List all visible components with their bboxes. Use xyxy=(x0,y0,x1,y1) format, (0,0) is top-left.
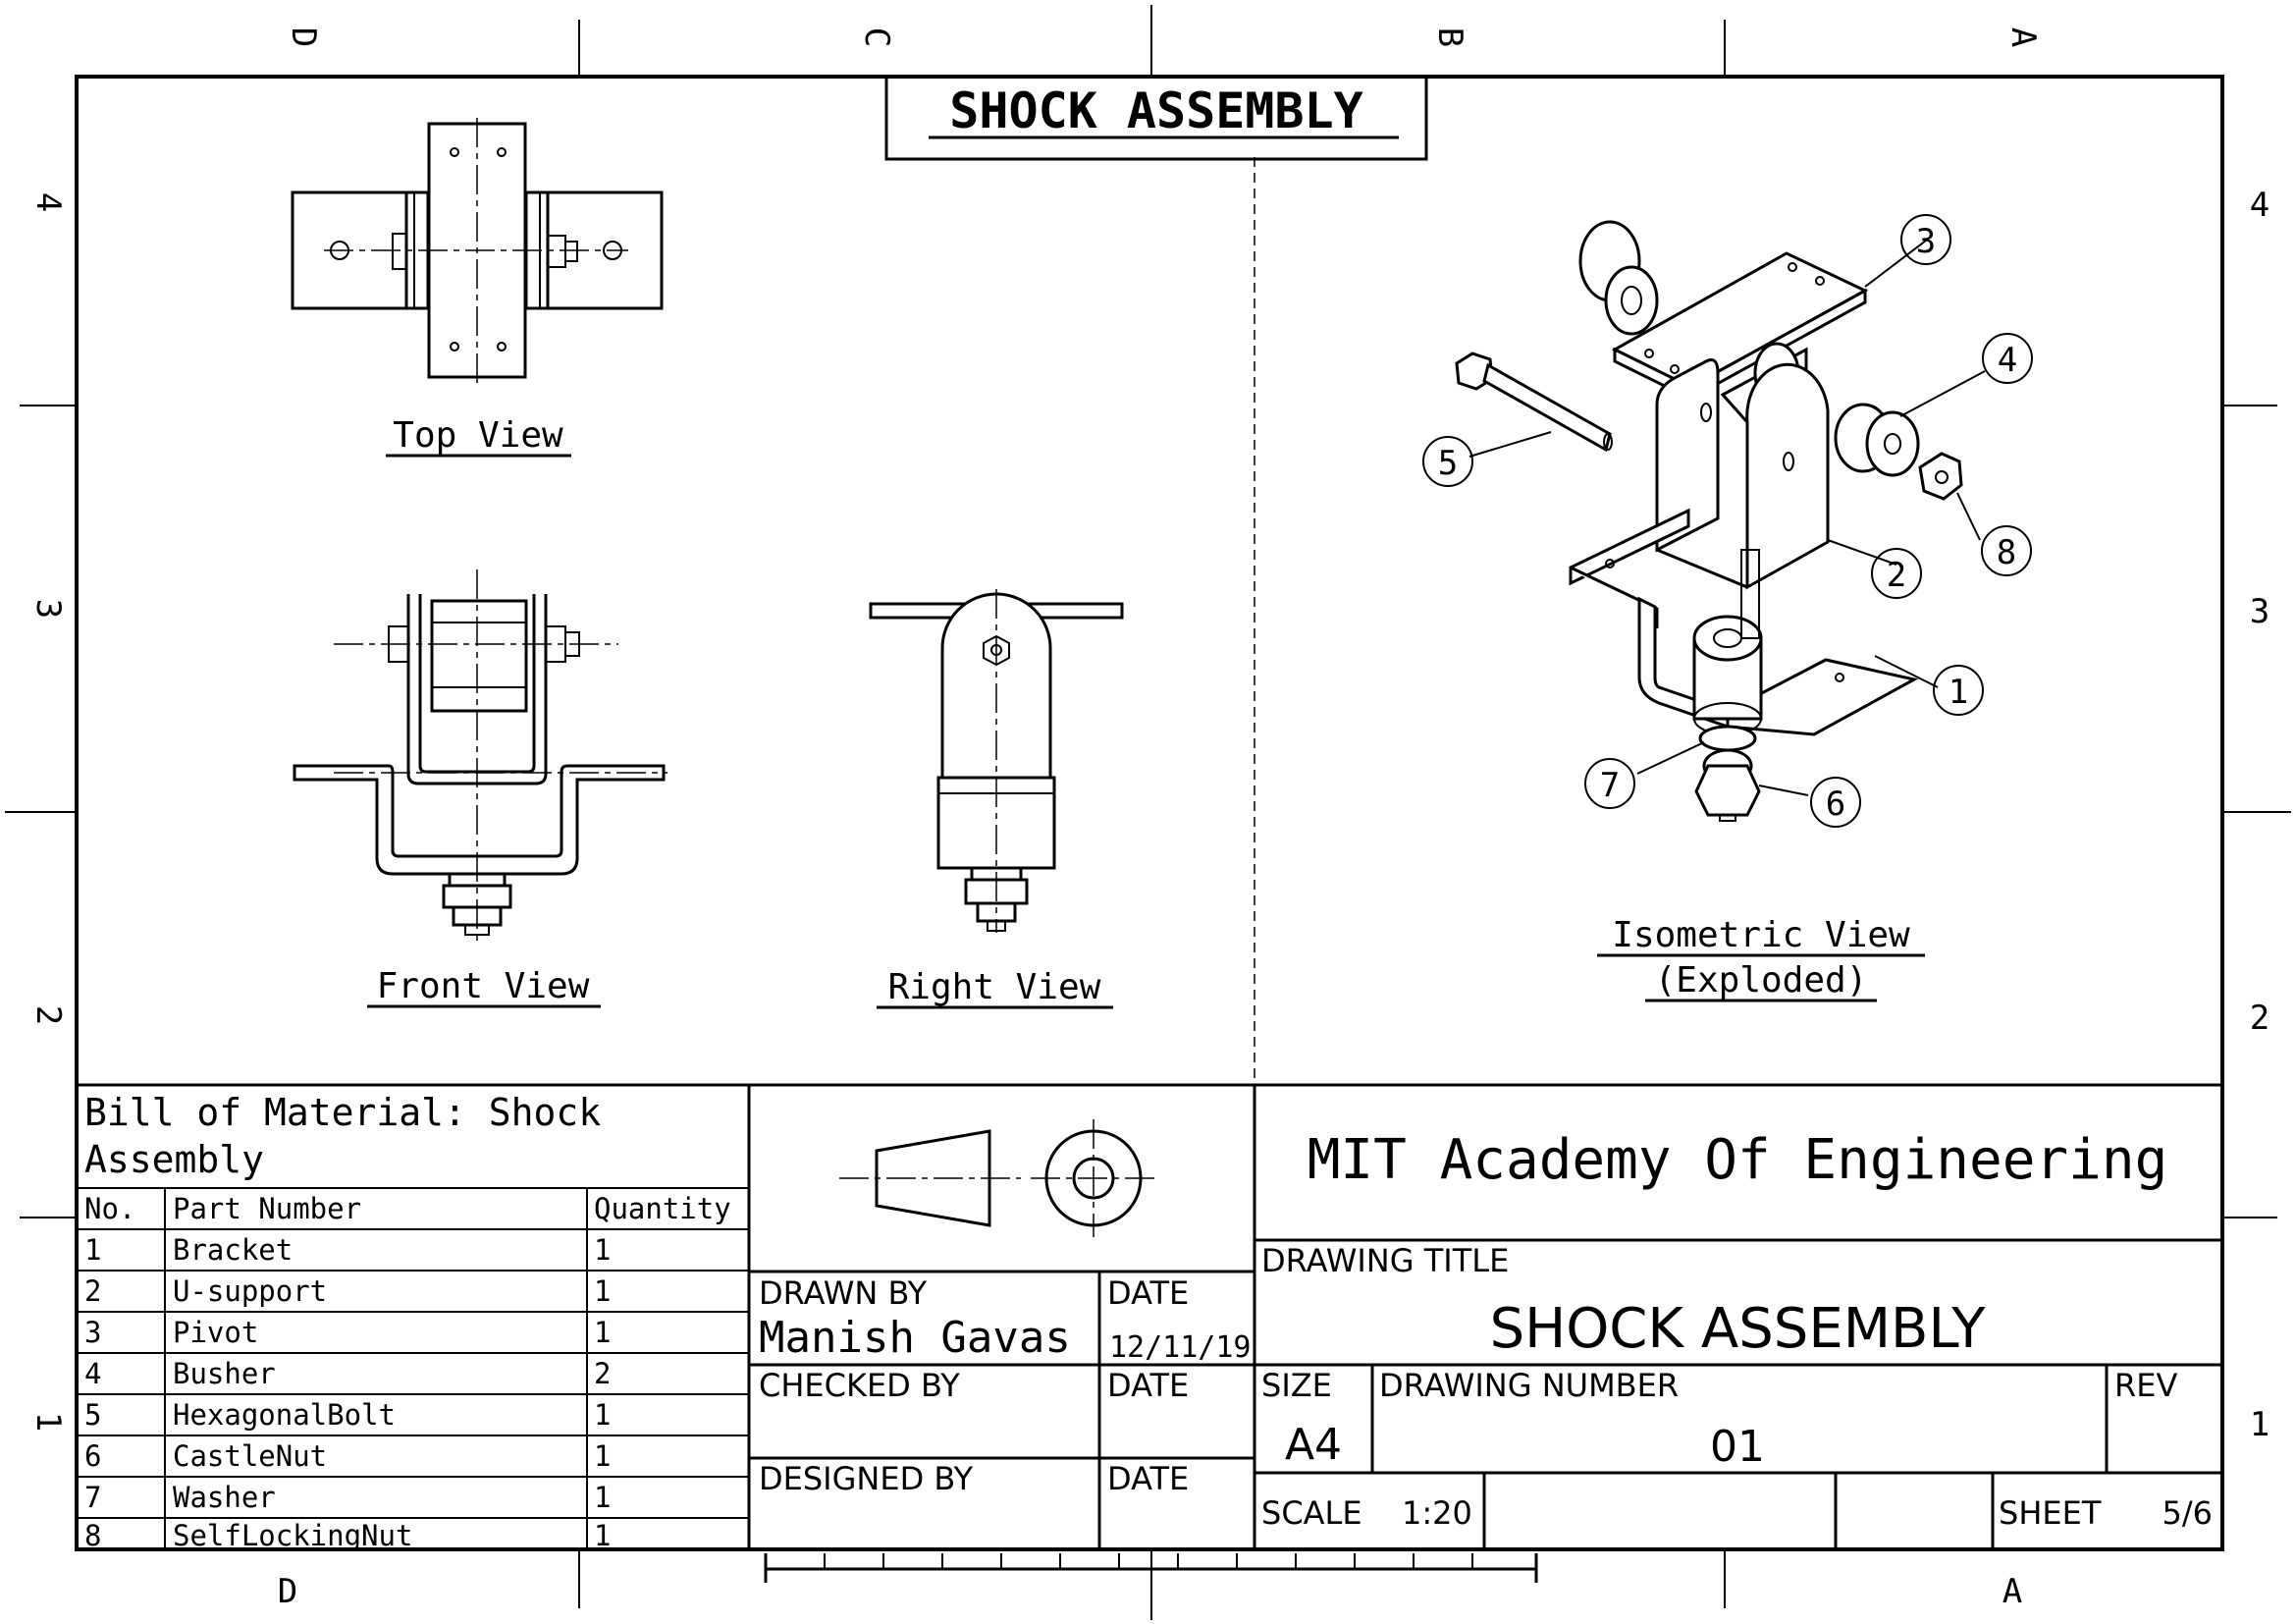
zone-row-right-1: 1 xyxy=(2250,1405,2269,1444)
top-view-drawing xyxy=(291,118,664,383)
balloon-6-label: 6 xyxy=(1826,785,1845,824)
bom-row-3-qty: 1 xyxy=(594,1316,611,1349)
bom-row-6-part: CastleNut xyxy=(173,1439,327,1473)
scale-label: SCALE xyxy=(1261,1494,1362,1532)
bom-row-1-part: Bracket xyxy=(173,1233,293,1267)
drawing-number-value: 01 xyxy=(1710,1422,1765,1472)
bom-row-4-part: Busher xyxy=(173,1357,276,1390)
bom-header-no: No. xyxy=(84,1192,135,1225)
balloon-5 xyxy=(1422,436,1473,487)
bom-row-2-part: U-support xyxy=(173,1274,327,1308)
bom-row-5-qty: 1 xyxy=(594,1398,611,1432)
balloon-3-label: 3 xyxy=(1916,222,1936,261)
bom-row-7-qty: 1 xyxy=(594,1481,611,1514)
zone-col-top-a: A xyxy=(2003,27,2043,47)
balloon-7 xyxy=(1584,758,1635,809)
bom-row-2-no: 2 xyxy=(84,1274,101,1308)
isometric-view-drawing xyxy=(1455,220,1963,822)
bom-row-7-no: 7 xyxy=(84,1481,101,1514)
balloon-leaders xyxy=(1468,240,1986,796)
zone-row-right-3: 3 xyxy=(2250,592,2269,631)
bom-row-3-part: Pivot xyxy=(173,1316,258,1349)
drawn-by-value: Manish Gavas xyxy=(759,1313,1071,1363)
right-view-drawing xyxy=(869,589,1124,933)
bom-row-6-qty: 1 xyxy=(594,1439,611,1473)
bom-row-6-no: 6 xyxy=(84,1439,101,1473)
bom-row-4-no: 4 xyxy=(84,1357,101,1390)
balloon-5-label: 5 xyxy=(1438,444,1458,483)
drawing-title-label: DRAWING TITLE xyxy=(1261,1242,1509,1279)
rev-label: REV xyxy=(2114,1367,2177,1404)
scale-value: 1:20 xyxy=(1402,1494,1472,1532)
drawn-date-value: 12/11/19 xyxy=(1109,1330,1252,1365)
balloon-7-label: 7 xyxy=(1600,766,1620,805)
zone-col-top-c: C xyxy=(857,27,896,47)
bom-title-line2: Assembly xyxy=(84,1138,264,1181)
balloon-4-label: 4 xyxy=(1998,341,2017,380)
bom-title-line1: Bill of Material: Shock xyxy=(84,1091,601,1134)
projection-symbol xyxy=(839,1119,1156,1237)
bom-row-3-no: 3 xyxy=(84,1316,101,1349)
drawing-title: SHOCK ASSEMBLY xyxy=(1490,1297,1987,1361)
balloon-4 xyxy=(1982,333,2033,384)
iso-view-label-line2: (Exploded) xyxy=(1655,960,1868,1001)
drawn-by-label: DRAWN BY xyxy=(759,1274,928,1312)
iso-view-label-line1: Isometric View xyxy=(1612,915,1910,955)
right-view-label: Right View xyxy=(888,967,1101,1007)
bom-row-5-no: 5 xyxy=(84,1398,101,1432)
top-view-label: Top View xyxy=(393,415,563,456)
bom-header-part-number: Part Number xyxy=(173,1192,361,1225)
bom-row-1-no: 1 xyxy=(84,1233,101,1267)
balloon-6 xyxy=(1810,777,1861,828)
bom-row-4-qty: 2 xyxy=(594,1357,611,1390)
size-label: SIZE xyxy=(1261,1367,1332,1404)
drawing-number-label: DRAWING NUMBER xyxy=(1379,1367,1679,1404)
sheet-value: 5/6 xyxy=(2163,1494,2214,1532)
zone-row-left-3: 3 xyxy=(28,599,68,619)
designed-by-label: DESIGNED BY xyxy=(759,1460,974,1497)
front-view-label: Front View xyxy=(377,966,590,1006)
drawn-date-label: DATE xyxy=(1107,1274,1189,1312)
bill-of-material xyxy=(75,1083,751,1551)
zone-row-left-2: 2 xyxy=(28,1005,68,1025)
balloon-2-label: 2 xyxy=(1887,556,1906,595)
front-view-drawing xyxy=(293,569,667,943)
balloon-1 xyxy=(1933,665,1984,716)
size-value: A4 xyxy=(1285,1420,1342,1470)
balloon-8-label: 8 xyxy=(1997,533,2016,572)
scale-bar xyxy=(764,1553,1538,1583)
checked-date-label: DATE xyxy=(1107,1367,1189,1404)
bom-row-7-part: Washer xyxy=(173,1481,276,1514)
zone-row-left-4: 4 xyxy=(28,192,68,212)
bom-header-quantity: Quantity xyxy=(594,1192,731,1225)
zone-row-right-4: 4 xyxy=(2250,186,2269,225)
balloon-1-label: 1 xyxy=(1949,673,1968,712)
title-block-grid xyxy=(747,1083,2224,1551)
bom-row-8-part: SelfLockingNut xyxy=(173,1519,412,1552)
zone-col-bottom-d: D xyxy=(278,1572,297,1611)
zone-row-right-2: 2 xyxy=(2250,999,2269,1038)
zone-row-left-1: 1 xyxy=(28,1412,68,1432)
zone-col-bottom-a: A xyxy=(2002,1572,2022,1611)
main-title: SHOCK ASSEMBLY xyxy=(949,82,1362,139)
designed-date-label: DATE xyxy=(1107,1460,1189,1497)
bom-row-8-qty: 1 xyxy=(594,1519,611,1552)
bom-row-5-part: HexagonalBolt xyxy=(173,1398,396,1432)
zone-ticks xyxy=(5,5,2291,1620)
bom-row-8-no: 8 xyxy=(84,1519,101,1552)
bom-row-1-qty: 1 xyxy=(594,1233,611,1267)
balloon-3 xyxy=(1900,214,1951,265)
balloon-8 xyxy=(1981,525,2032,576)
balloon-2 xyxy=(1871,548,1922,599)
institution-name: MIT Academy Of Engineering xyxy=(1308,1128,2168,1192)
sheet-label: SHEET xyxy=(1999,1494,2102,1532)
zone-col-top-b: B xyxy=(1430,27,1469,47)
main-title-box xyxy=(884,75,1428,161)
checked-by-label: CHECKED BY xyxy=(759,1367,960,1404)
bom-row-2-qty: 1 xyxy=(594,1274,611,1308)
zone-col-top-d: D xyxy=(284,27,323,47)
